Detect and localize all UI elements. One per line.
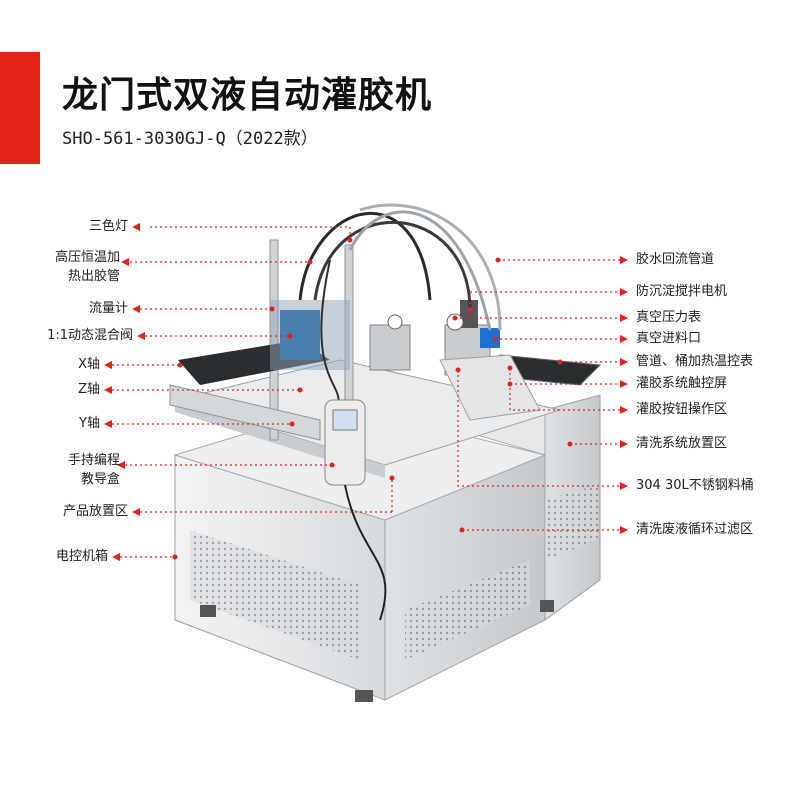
label-return-pipe: 胶水回流管道 [636,252,715,267]
hoses [298,203,502,421]
gantry-frame [169,239,354,441]
label-vacuum-gauge: 真空压力表 [636,310,702,325]
label-stir-motor: 防沉淀搅拌电机 [636,284,728,299]
label-vacuum-inlet: 真空进料口 [636,331,702,346]
label-mixing-valve: 1:1动态混合阀 [47,328,133,343]
page-title: 龙门式双液自动灌胶机 [62,75,433,116]
label-control-box: 电控机箱 [55,549,108,564]
label-product-area: 产品放置区 [62,504,128,519]
label-touch-screen: 灌胶系统触控屏 [636,376,728,391]
label-y-axis: Y轴 [79,416,100,431]
label-heated-hose-line1: 高压恒温加 [54,250,120,265]
label-heat-controller: 管道、桶加热温控表 [636,354,754,369]
label-button-panel: 灌胶按钮操作区 [636,402,728,417]
label-x-axis: X轴 [78,357,100,372]
leader-lines-left [112,226,393,558]
arrowheads-right [620,256,628,534]
label-steel-tank: 304 30L不锈钢料桶 [636,478,754,493]
label-teach-pendant-line1: 手持编程 [67,453,120,468]
label-heated-hose-line2: 热出胶管 [67,269,120,284]
label-z-axis: Z轴 [78,382,100,397]
model-number: SHO-561-3030GJ-Q（2022款） [62,129,318,149]
label-signal-light: 三色灯 [88,219,128,234]
label-filter-area: 清洗废液循环过滤区 [636,522,754,537]
label-teach-pendant-line2: 教导盒 [80,472,120,487]
leader-lines-right [455,259,620,531]
label-flow-meter: 流量计 [88,301,128,316]
teach-pendant [324,399,387,621]
arrowheads-left [104,223,145,561]
accent-bar [0,52,40,164]
anchor-dots [172,237,573,560]
label-cleaning-area: 清洗系统放置区 [636,436,728,451]
